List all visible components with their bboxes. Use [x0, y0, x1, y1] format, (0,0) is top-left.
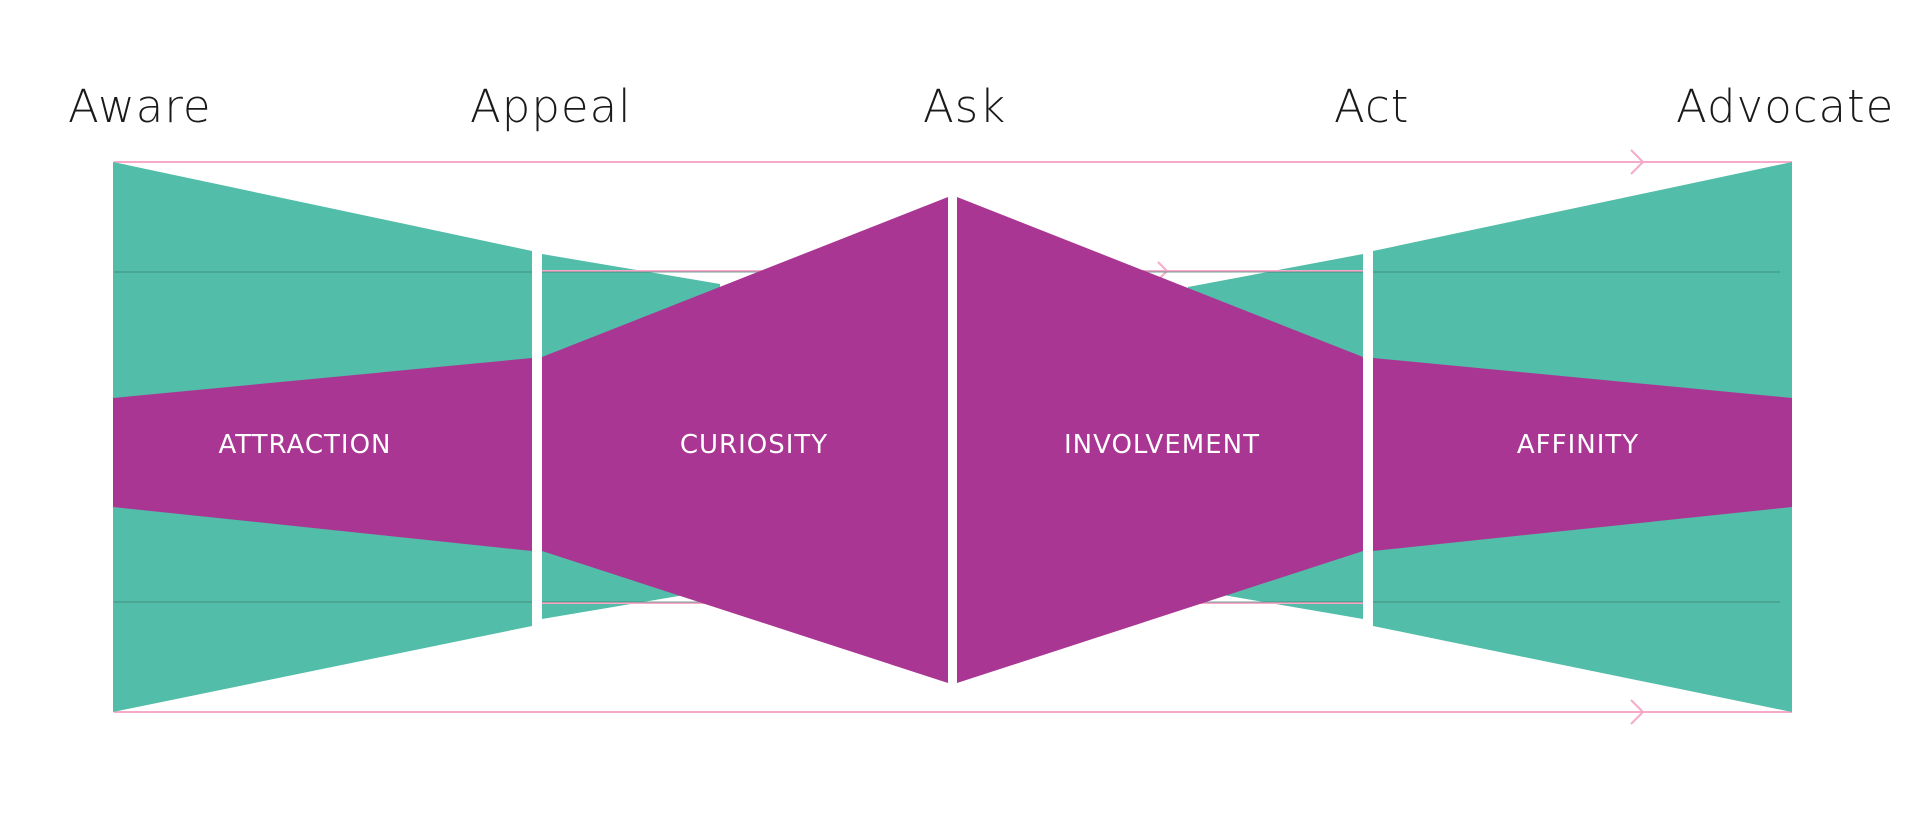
phase-label-attraction: ATTRACTION [218, 430, 391, 460]
attraction-magenta-shape [113, 358, 532, 551]
stage-label-ask: Ask [923, 80, 1006, 133]
phase-labels: ATTRACTION CURIOSITY INVOLVEMENT AFFINIT… [218, 430, 1639, 460]
stage-label-act: Act [1334, 80, 1409, 133]
magenta-segments [113, 197, 1792, 683]
stage-label-advocate: Advocate [1676, 80, 1894, 133]
phase-label-affinity: AFFINITY [1517, 430, 1639, 460]
phase-label-curiosity: CURIOSITY [680, 430, 828, 460]
top-flow-arrow [114, 149, 1792, 175]
affinity-magenta-shape [1373, 358, 1792, 551]
bottom-flow-arrow [114, 699, 1792, 725]
stage-label-appeal: Appeal [470, 80, 632, 133]
stage-label-aware: Aware [68, 80, 212, 133]
segment-separators [532, 185, 1373, 695]
phase-label-involvement: INVOLVEMENT [1064, 430, 1260, 460]
stage-labels: Aware Appeal Ask Act Advocate [68, 80, 1894, 133]
involvement-magenta-shape [957, 197, 1363, 683]
curiosity-magenta-shape [542, 197, 948, 683]
